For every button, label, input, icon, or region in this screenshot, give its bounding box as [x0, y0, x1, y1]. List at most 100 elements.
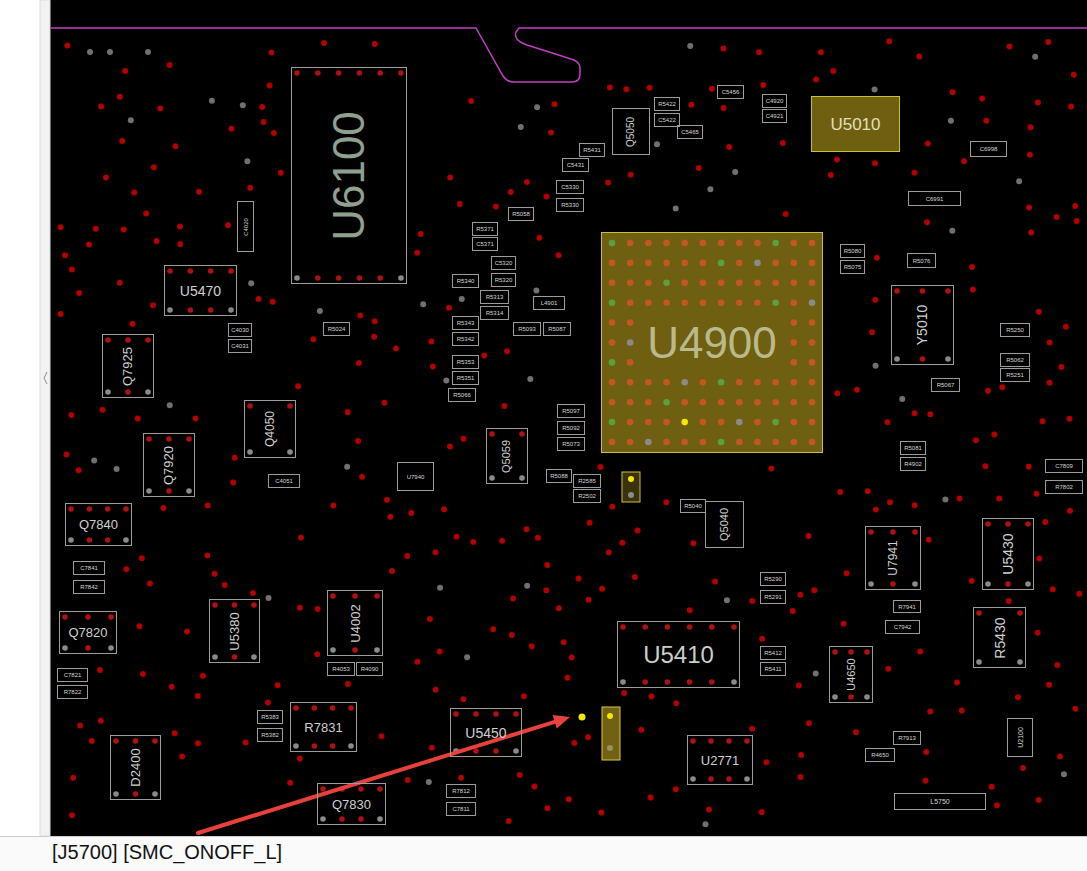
via — [381, 400, 387, 406]
via — [372, 41, 378, 47]
bga-ball — [681, 240, 688, 247]
via — [98, 104, 104, 110]
component-pad — [232, 654, 238, 660]
via — [925, 141, 931, 147]
reference-designator: R5087 — [548, 326, 566, 332]
passive-outline: C4020 — [237, 201, 254, 252]
component-pad — [251, 602, 257, 608]
bga-ball — [809, 280, 816, 287]
via — [638, 727, 644, 733]
reference-designator: U5380 — [228, 612, 241, 650]
via — [1045, 39, 1051, 45]
passive-outline: C5456 — [717, 85, 744, 99]
via — [543, 193, 549, 199]
bga-ball — [663, 399, 670, 406]
via — [250, 590, 256, 596]
via — [1071, 72, 1077, 78]
component-pad — [312, 743, 318, 749]
via — [157, 106, 163, 112]
via — [830, 68, 836, 74]
via — [628, 172, 634, 178]
via — [841, 621, 847, 627]
via — [954, 680, 960, 686]
reference-designator: R7822 — [64, 689, 82, 695]
component-pad — [105, 506, 111, 512]
reference-designator: L5750 — [930, 798, 949, 805]
bga-ball — [681, 280, 688, 287]
bga-ball — [609, 439, 616, 446]
passive-outline: R5080 — [840, 244, 865, 258]
component-pad — [1005, 581, 1011, 587]
passive-outline: R5342 — [452, 332, 479, 346]
reference-designator: C5371 — [476, 241, 494, 247]
component-pad — [709, 679, 715, 685]
component-pad — [985, 581, 991, 587]
component-pad — [247, 403, 253, 409]
via — [874, 255, 880, 261]
bga-ball — [809, 399, 816, 406]
component-pad — [228, 307, 234, 313]
via — [844, 570, 850, 576]
component-pad — [868, 581, 874, 587]
via — [256, 296, 262, 302]
bga-ball — [645, 280, 652, 287]
passive-outline: R5040 — [680, 499, 706, 513]
component-pad — [62, 614, 68, 620]
highlight-fill — [601, 232, 823, 453]
via — [76, 290, 82, 296]
via — [790, 608, 796, 614]
via — [441, 506, 447, 512]
component-pad — [358, 786, 364, 792]
component-pad — [105, 337, 111, 343]
reference-designator: R5314 — [486, 310, 504, 316]
component-pad — [894, 356, 900, 362]
via — [393, 345, 399, 351]
reference-designator: R7842 — [80, 584, 98, 590]
via — [979, 96, 985, 102]
reference-designator: C7821 — [64, 672, 82, 678]
via — [1040, 418, 1046, 424]
via — [1063, 324, 1069, 330]
passive-outline: R5058 — [508, 207, 534, 221]
via — [673, 786, 679, 792]
via — [1047, 380, 1053, 386]
reference-designator: U6100 — [327, 111, 371, 241]
via — [721, 105, 727, 111]
passive-outline: R5371 — [472, 222, 498, 236]
bga-ball — [809, 299, 816, 306]
via — [759, 809, 765, 815]
via — [916, 54, 922, 60]
component-pad — [912, 529, 918, 535]
passive-outline: R5076 — [907, 253, 936, 268]
passive-outline: R5431 — [579, 143, 605, 157]
via — [481, 352, 487, 358]
component-pad — [133, 738, 139, 744]
via — [886, 38, 892, 44]
via — [756, 49, 762, 55]
via — [506, 818, 512, 824]
component-pad — [868, 529, 874, 535]
via — [1072, 203, 1078, 209]
reference-designator: U4650 — [845, 658, 856, 690]
passive-outline: L4901 — [533, 296, 565, 310]
component-pad — [1005, 521, 1011, 527]
via — [154, 238, 160, 244]
component-pad — [731, 624, 737, 630]
via — [103, 175, 109, 181]
via — [265, 700, 271, 706]
via — [854, 387, 860, 393]
via — [865, 488, 871, 494]
component-pad — [894, 288, 900, 294]
via — [321, 40, 327, 46]
bga-ball — [645, 379, 652, 386]
reference-designator: C5320 — [495, 260, 513, 266]
component-pad — [123, 537, 129, 543]
component-pad — [489, 475, 495, 481]
via — [493, 204, 499, 210]
passive-outline: R5097 — [557, 404, 585, 418]
bga-ball — [809, 359, 816, 366]
bga-ball — [700, 240, 707, 247]
via — [169, 684, 175, 690]
via — [240, 102, 246, 108]
